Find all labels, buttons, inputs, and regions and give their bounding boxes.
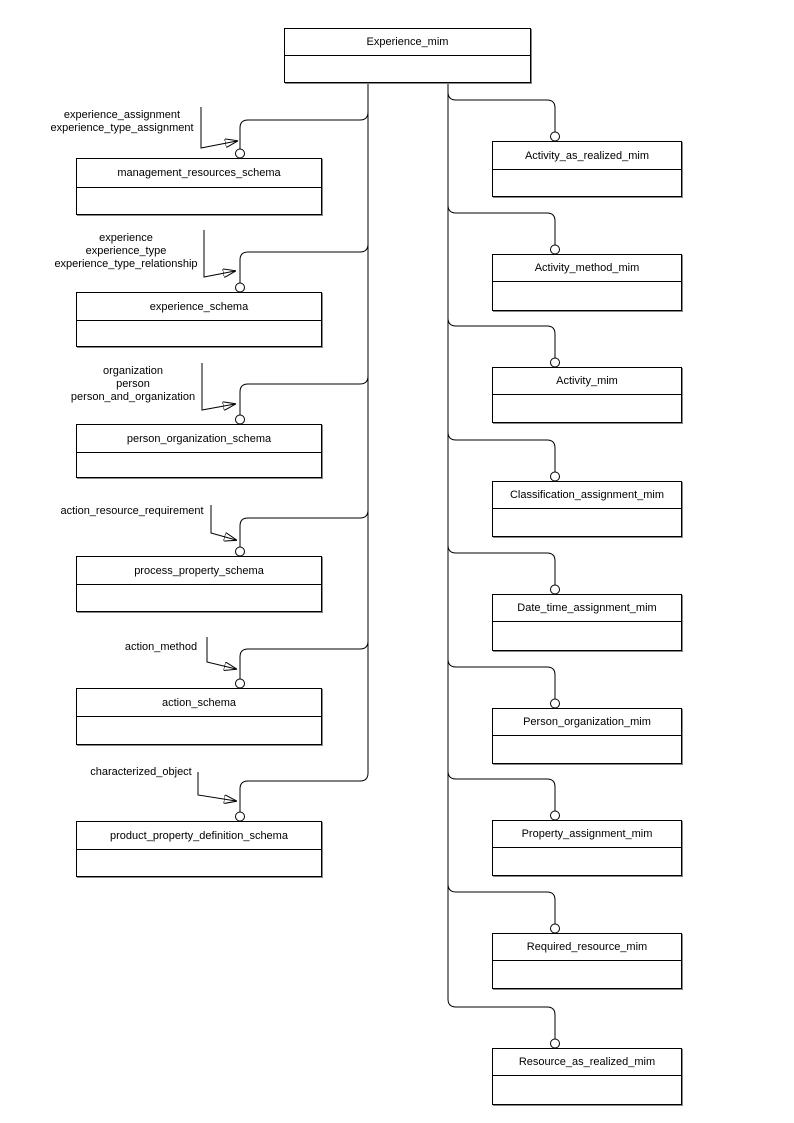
box-title: Activity_method_mim: [493, 255, 681, 282]
leader-arrow-action-resource-requirement: [210, 505, 236, 540]
box-title: experience_schema: [77, 293, 321, 321]
reference-labels-person-organization: organization person person_and_organizat…: [33, 365, 233, 404]
leader-arrow-action-method: [206, 637, 236, 669]
reference-label: person_and_organization: [70, 391, 196, 403]
branch-activity-as-realized: [447, 91, 556, 132]
box-title: Activity_as_realized_mim: [493, 142, 681, 170]
page-reference-circle: [550, 584, 560, 595]
reference-labels-product-property-definition: characterized_object: [41, 766, 241, 779]
mim-box-resource-as-realized: Resource_as_realized_mim: [492, 1048, 682, 1105]
leader-arrow-organization: [201, 363, 235, 411]
reference-labels-process-property: action_resource_requirement: [32, 505, 232, 518]
branch-process-property: [239, 509, 369, 547]
schema-box-action: action_schema: [76, 688, 322, 745]
branch-activity-method: [447, 204, 556, 245]
reference-labels-management-resources: experience_assignment experience_type_as…: [22, 109, 222, 135]
reference-label: person: [116, 378, 150, 390]
mim-box-activity-method: Activity_method_mim: [492, 254, 682, 311]
leader-arrow-characterized-object: [197, 772, 236, 801]
box-title: Resource_as_realized_mim: [493, 1049, 681, 1076]
page-reference-circle: [550, 244, 560, 255]
page-reference-circle: [235, 414, 245, 425]
reference-labels-action: action_method: [61, 641, 261, 654]
page-reference-circle: [550, 131, 560, 142]
schema-box-management-resources: management_resources_schema: [76, 158, 322, 215]
box-title: Activity_mim: [493, 368, 681, 395]
page-reference-circle: [235, 546, 245, 557]
reference-labels-experience: experience experience_type experience_ty…: [26, 232, 226, 271]
box-title: person_organization_schema: [77, 425, 321, 453]
page-reference-circle: [235, 148, 245, 159]
schema-box-process-property: process_property_schema: [76, 556, 322, 612]
schema-box-experience: experience_schema: [76, 292, 322, 347]
branch-activity: [447, 317, 556, 358]
leader-arrow-experience-assignment: [200, 107, 237, 149]
page-reference-circle: [235, 282, 245, 293]
mim-box-date-time-assignment: Date_time_assignment_mim: [492, 594, 682, 651]
reference-label: experience: [99, 232, 153, 244]
branch-product-property-definition: [239, 772, 369, 812]
branch-management-resources: [239, 111, 369, 149]
leader-arrow-experience: [203, 230, 235, 277]
schema-box-product-property-definition: product_property_definition_schema: [76, 821, 322, 877]
schema-box-person-organization: person_organization_schema: [76, 424, 322, 478]
mim-box-required-resource: Required_resource_mim: [492, 933, 682, 989]
box-title: Experience_mim: [285, 29, 530, 56]
reference-label: action_method: [124, 641, 198, 653]
page-reference-circle: [550, 923, 560, 934]
mim-box-person-organization: Person_organization_mim: [492, 708, 682, 764]
box-title: Classification_assignment_mim: [493, 482, 681, 509]
reference-label: experience_type_relationship: [54, 258, 198, 270]
page-reference-circle: [550, 471, 560, 482]
box-title: process_property_schema: [77, 557, 321, 585]
reference-label: experience_type_assignment: [50, 122, 194, 134]
branch-property-assignment: [447, 770, 556, 811]
box-title: Date_time_assignment_mim: [493, 595, 681, 622]
branch-person-organization: [239, 375, 369, 415]
branch-date-time-assignment: [447, 544, 556, 585]
mim-box-classification-assignment: Classification_assignment_mim: [492, 481, 682, 537]
reference-label: experience_type: [85, 245, 167, 257]
branch-action: [239, 640, 369, 679]
box-title: management_resources_schema: [77, 159, 321, 188]
reference-label: action_resource_requirement: [60, 505, 204, 517]
branch-resource-as-realized: [447, 998, 556, 1039]
box-title: Property_assignment_mim: [493, 821, 681, 848]
page-reference-circle: [550, 698, 560, 709]
branch-experience: [239, 243, 369, 283]
box-title: action_schema: [77, 689, 321, 717]
box-title: Person_organization_mim: [493, 709, 681, 736]
reference-label: organization: [103, 365, 163, 377]
page-reference-circle: [235, 811, 245, 822]
reference-label: characterized_object: [90, 766, 192, 778]
mim-box-activity: Activity_mim: [492, 367, 682, 423]
mim-box-property-assignment: Property_assignment_mim: [492, 820, 682, 876]
mim-box-activity-as-realized: Activity_as_realized_mim: [492, 141, 682, 197]
branch-classification-assignment: [447, 431, 556, 472]
box-title: product_property_definition_schema: [77, 822, 321, 850]
page-reference-circle: [550, 810, 560, 821]
page-reference-circle: [550, 1038, 560, 1049]
branch-person-organization-mim: [447, 658, 556, 699]
page-reference-circle: [550, 357, 560, 368]
box-title: Required_resource_mim: [493, 934, 681, 961]
reference-label: experience_assignment: [63, 109, 181, 121]
branch-required-resource: [447, 883, 556, 924]
root-schema-box: Experience_mim: [284, 28, 531, 83]
page-reference-circle: [235, 678, 245, 689]
